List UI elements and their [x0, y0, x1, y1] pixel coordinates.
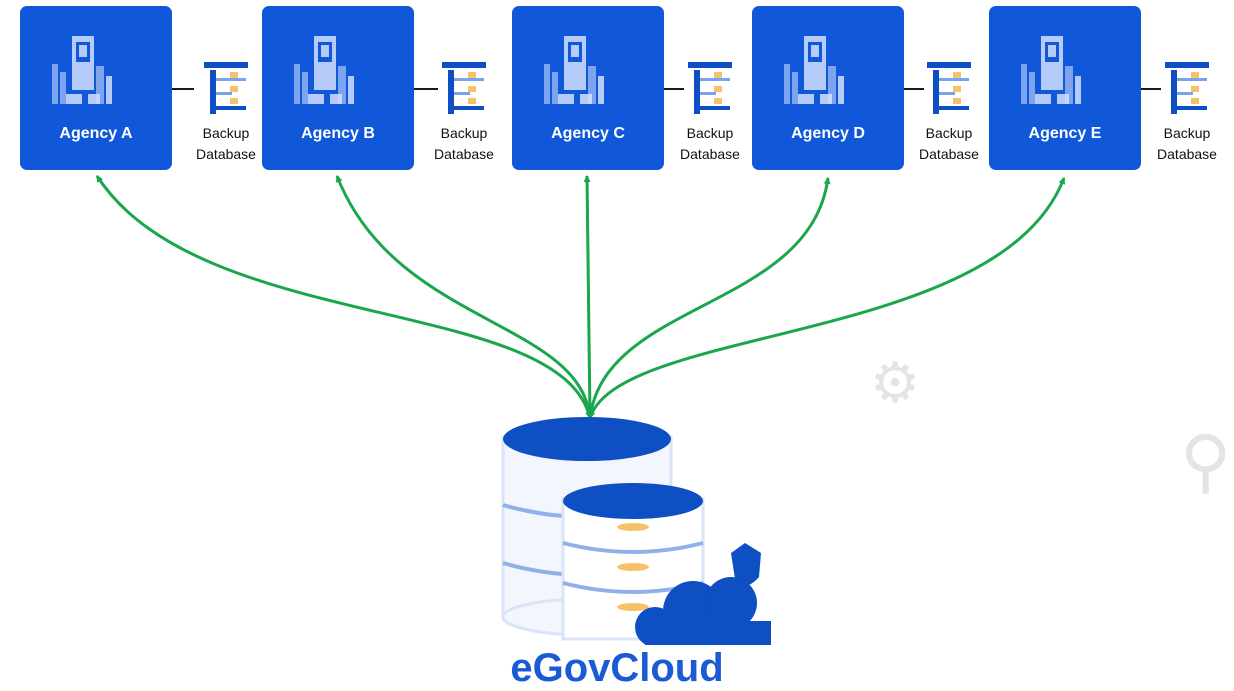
cloud-database-graphic — [501, 417, 771, 647]
backup-database-node: Backup Database — [424, 60, 504, 170]
connector-line — [414, 88, 438, 90]
sync-arrow-e — [588, 177, 1066, 419]
building-icon — [784, 36, 844, 104]
connector-line — [904, 88, 924, 90]
agency-e-node: Agency E — [989, 6, 1141, 170]
building-icon — [544, 36, 604, 104]
database-label: Database — [1157, 146, 1217, 162]
database-server-icon — [688, 62, 732, 114]
sync-arrow-b — [335, 175, 593, 420]
agency-a-node: Agency A — [20, 6, 172, 170]
sync-arrow-d — [587, 176, 831, 420]
database-server-icon — [204, 62, 248, 114]
backup-database-node: Backup Database — [670, 60, 750, 170]
backup-label: Backup — [202, 125, 250, 141]
database-server-icon — [442, 62, 486, 114]
agency-label: Agency A — [59, 125, 133, 142]
agency-c-node: Agency C — [512, 6, 664, 170]
agency-label: Agency D — [791, 125, 865, 142]
faint-gear-icon: ⚙ — [870, 351, 921, 414]
connector-line — [1141, 88, 1161, 90]
sync-arrow-c — [583, 174, 594, 420]
backup-label: Backup — [925, 125, 973, 141]
agency-d-node: Agency D — [752, 6, 904, 170]
agency-label: Agency C — [551, 125, 625, 142]
cloud-database-icon — [495, 415, 775, 647]
backup-database-node: Backup Database — [186, 60, 266, 170]
building-icon — [294, 36, 354, 104]
backup-label: Backup — [440, 125, 488, 141]
database-label: Database — [919, 146, 979, 162]
database-label: Database — [680, 146, 740, 162]
database-server-icon — [1165, 62, 1209, 114]
backup-label: Backup — [686, 125, 734, 141]
backup-database-node: Backup Database — [1147, 60, 1227, 170]
agency-label: Agency E — [1028, 125, 1102, 142]
sync-arrow-a — [95, 175, 592, 420]
connector-line — [172, 88, 194, 90]
backup-database-node: Backup Database — [909, 60, 989, 170]
building-icon — [52, 36, 112, 104]
faint-search-icon: ⚲ — [1180, 422, 1232, 500]
agency-label: Agency B — [301, 125, 375, 142]
egovcloud-title: eGovCloud — [510, 646, 724, 690]
agency-b-node: Agency B — [262, 6, 414, 170]
backup-label: Backup — [1163, 125, 1211, 141]
building-icon — [1021, 36, 1081, 104]
database-label: Database — [434, 146, 494, 162]
database-label: Database — [196, 146, 256, 162]
database-server-icon — [927, 62, 971, 114]
connector-line — [664, 88, 684, 90]
